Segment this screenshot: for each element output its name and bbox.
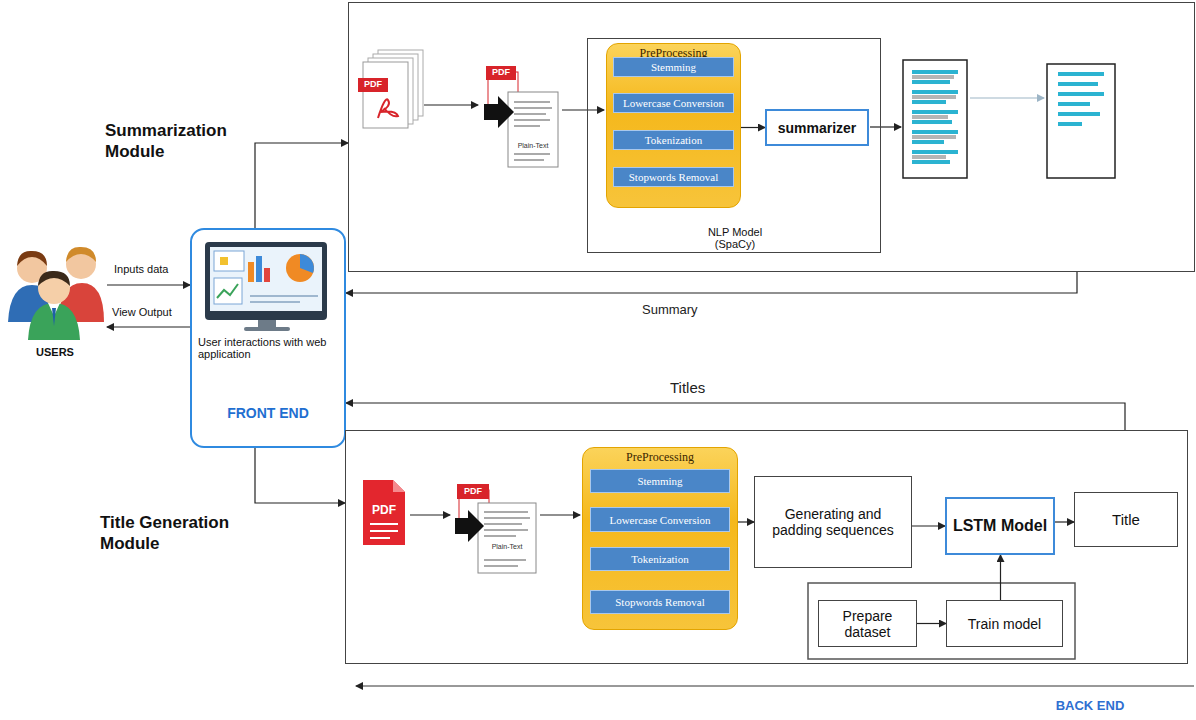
node-text: Prepare dataset <box>823 608 912 640</box>
process-box: Train model <box>946 600 1063 647</box>
connector <box>255 448 345 503</box>
model-box: LSTM Model <box>945 497 1055 555</box>
flow-arrow <box>424 104 478 105</box>
icon-text: PDF <box>486 67 516 77</box>
edge-label: Summary <box>640 302 700 317</box>
node-text: LSTM Model <box>953 517 1047 535</box>
region-label: BACK END <box>1040 698 1140 713</box>
flow-arrow <box>970 97 1044 98</box>
step-bar: Stemming <box>613 57 734 77</box>
node-text: Stopwords Removal <box>615 596 705 608</box>
flow-arrow <box>540 514 580 515</box>
step-bar: Lowercase Conversion <box>590 507 730 532</box>
connector <box>917 623 946 624</box>
connector <box>1055 521 1074 522</box>
step-bar: Tokenization <box>590 547 730 571</box>
front-end-box: User interactions with web applicationFR… <box>190 228 346 448</box>
process-box: Prepare dataset <box>818 600 917 647</box>
icon-text: Plain-Text <box>510 142 556 149</box>
step-bar: Lowercase Conversion <box>613 93 734 113</box>
node-text: Title <box>1112 511 1140 528</box>
node-text: Stemming <box>651 61 696 73</box>
pdf-to-text-icon <box>484 66 558 167</box>
node-text: Lowercase Conversion <box>609 514 710 526</box>
edge-label: Titles <box>668 379 707 396</box>
output-box: Title <box>1074 492 1178 547</box>
node-text: Stemming <box>637 475 682 487</box>
flow-arrow <box>870 126 901 127</box>
step-bar: Stopwords Removal <box>613 167 734 187</box>
users-icon <box>8 247 104 340</box>
node-text: PreProcessing <box>626 450 694 465</box>
summarizer-box: summarizer <box>765 109 869 146</box>
step-bar: Tokenization <box>613 130 734 150</box>
pdf-stack-icon <box>358 50 423 128</box>
document-icon <box>903 60 967 178</box>
node-text: Summarization Module <box>105 120 255 162</box>
node-text: User interactions with web application <box>198 336 338 360</box>
step-bar: Stopwords Removal <box>590 590 730 614</box>
connector <box>912 525 945 526</box>
module-frame: Summarization ModuleNLP Model (SpaCy)Pre… <box>348 2 1195 272</box>
icon-text: PDF <box>359 79 387 89</box>
flow-arrow <box>410 514 450 515</box>
monitor-icon <box>205 242 327 331</box>
node-text: Stopwords Removal <box>629 171 719 183</box>
connector <box>1000 555 1001 600</box>
node-text: FRONT END <box>192 405 344 421</box>
connector <box>741 127 765 128</box>
connector <box>346 403 1125 430</box>
preprocessing-panel: PreProcessingStemmingLowercase Conversio… <box>582 447 738 630</box>
icon-text: PDF <box>457 486 489 496</box>
edge-label: Inputs data <box>112 263 170 275</box>
model-frame: NLP Model (SpaCy) PreProcessingStemmingLo… <box>587 38 881 253</box>
icon-text: PDF <box>363 503 405 517</box>
node-text: summarizer <box>778 120 857 136</box>
connector <box>107 326 190 327</box>
connector <box>255 143 348 228</box>
pdf-file-icon <box>363 480 405 545</box>
edge-label: View Output <box>110 306 174 318</box>
connector <box>107 284 190 285</box>
flow-arrow <box>562 109 604 110</box>
users-node: USERS <box>5 248 105 366</box>
node-text: Title Generation Module <box>100 512 260 554</box>
back-end-arrow <box>356 686 1194 687</box>
summary-document-icon <box>1047 64 1115 178</box>
pdf-to-text-icon <box>455 484 536 573</box>
node-text: NLP Model (SpaCy) <box>690 226 780 250</box>
node-text: Generating and padding sequences <box>759 506 907 538</box>
node-text: Tokenization <box>631 553 688 565</box>
icon-text: Plain-Text <box>481 543 533 550</box>
node-text: USERS <box>15 346 95 358</box>
node-text: Tokenization <box>645 134 702 146</box>
process-box: Generating and padding sequences <box>754 476 912 568</box>
training-group-frame <box>808 583 1075 659</box>
node-text: Train model <box>968 616 1041 632</box>
connector <box>738 521 754 522</box>
step-bar: Stemming <box>590 469 730 493</box>
module-frame: Title Generation ModulePreProcessingStem… <box>345 430 1188 664</box>
preprocessing-panel: PreProcessingStemmingLowercase Conversio… <box>606 43 741 208</box>
connector <box>346 272 1077 293</box>
node-text: Lowercase Conversion <box>623 97 724 109</box>
